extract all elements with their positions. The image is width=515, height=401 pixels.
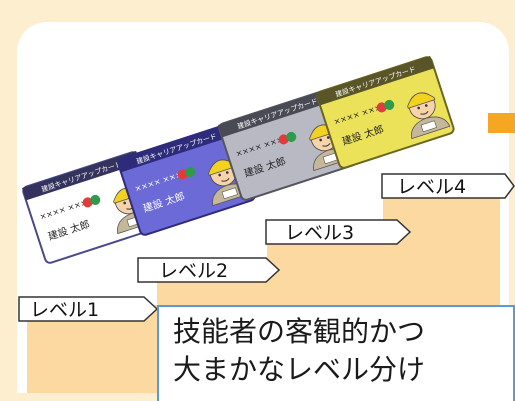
level-2-label: レベル2: [159, 260, 228, 282]
level-tag-3: レベル3: [265, 219, 412, 245]
caption-line-2: 大まかなレベル分け: [173, 353, 426, 386]
level-3-label: レベル3: [285, 222, 354, 244]
caption-box: 技能者の客観的かつ 大まかなレベル分け: [157, 305, 515, 401]
level-tag-1: レベル1: [18, 296, 159, 322]
accent-bar: [488, 113, 515, 133]
caption-line-1: 技能者の客観的かつ: [173, 315, 426, 348]
level-4-label: レベル4: [397, 176, 466, 198]
level-tag-2: レベル2: [137, 257, 281, 283]
level-1-label: レベル1: [30, 299, 99, 321]
level-tag-4: レベル4: [381, 173, 515, 199]
career-card-level3: 建設キャリアアップカード ×××× ×××× 建設 太郎: [218, 87, 357, 201]
